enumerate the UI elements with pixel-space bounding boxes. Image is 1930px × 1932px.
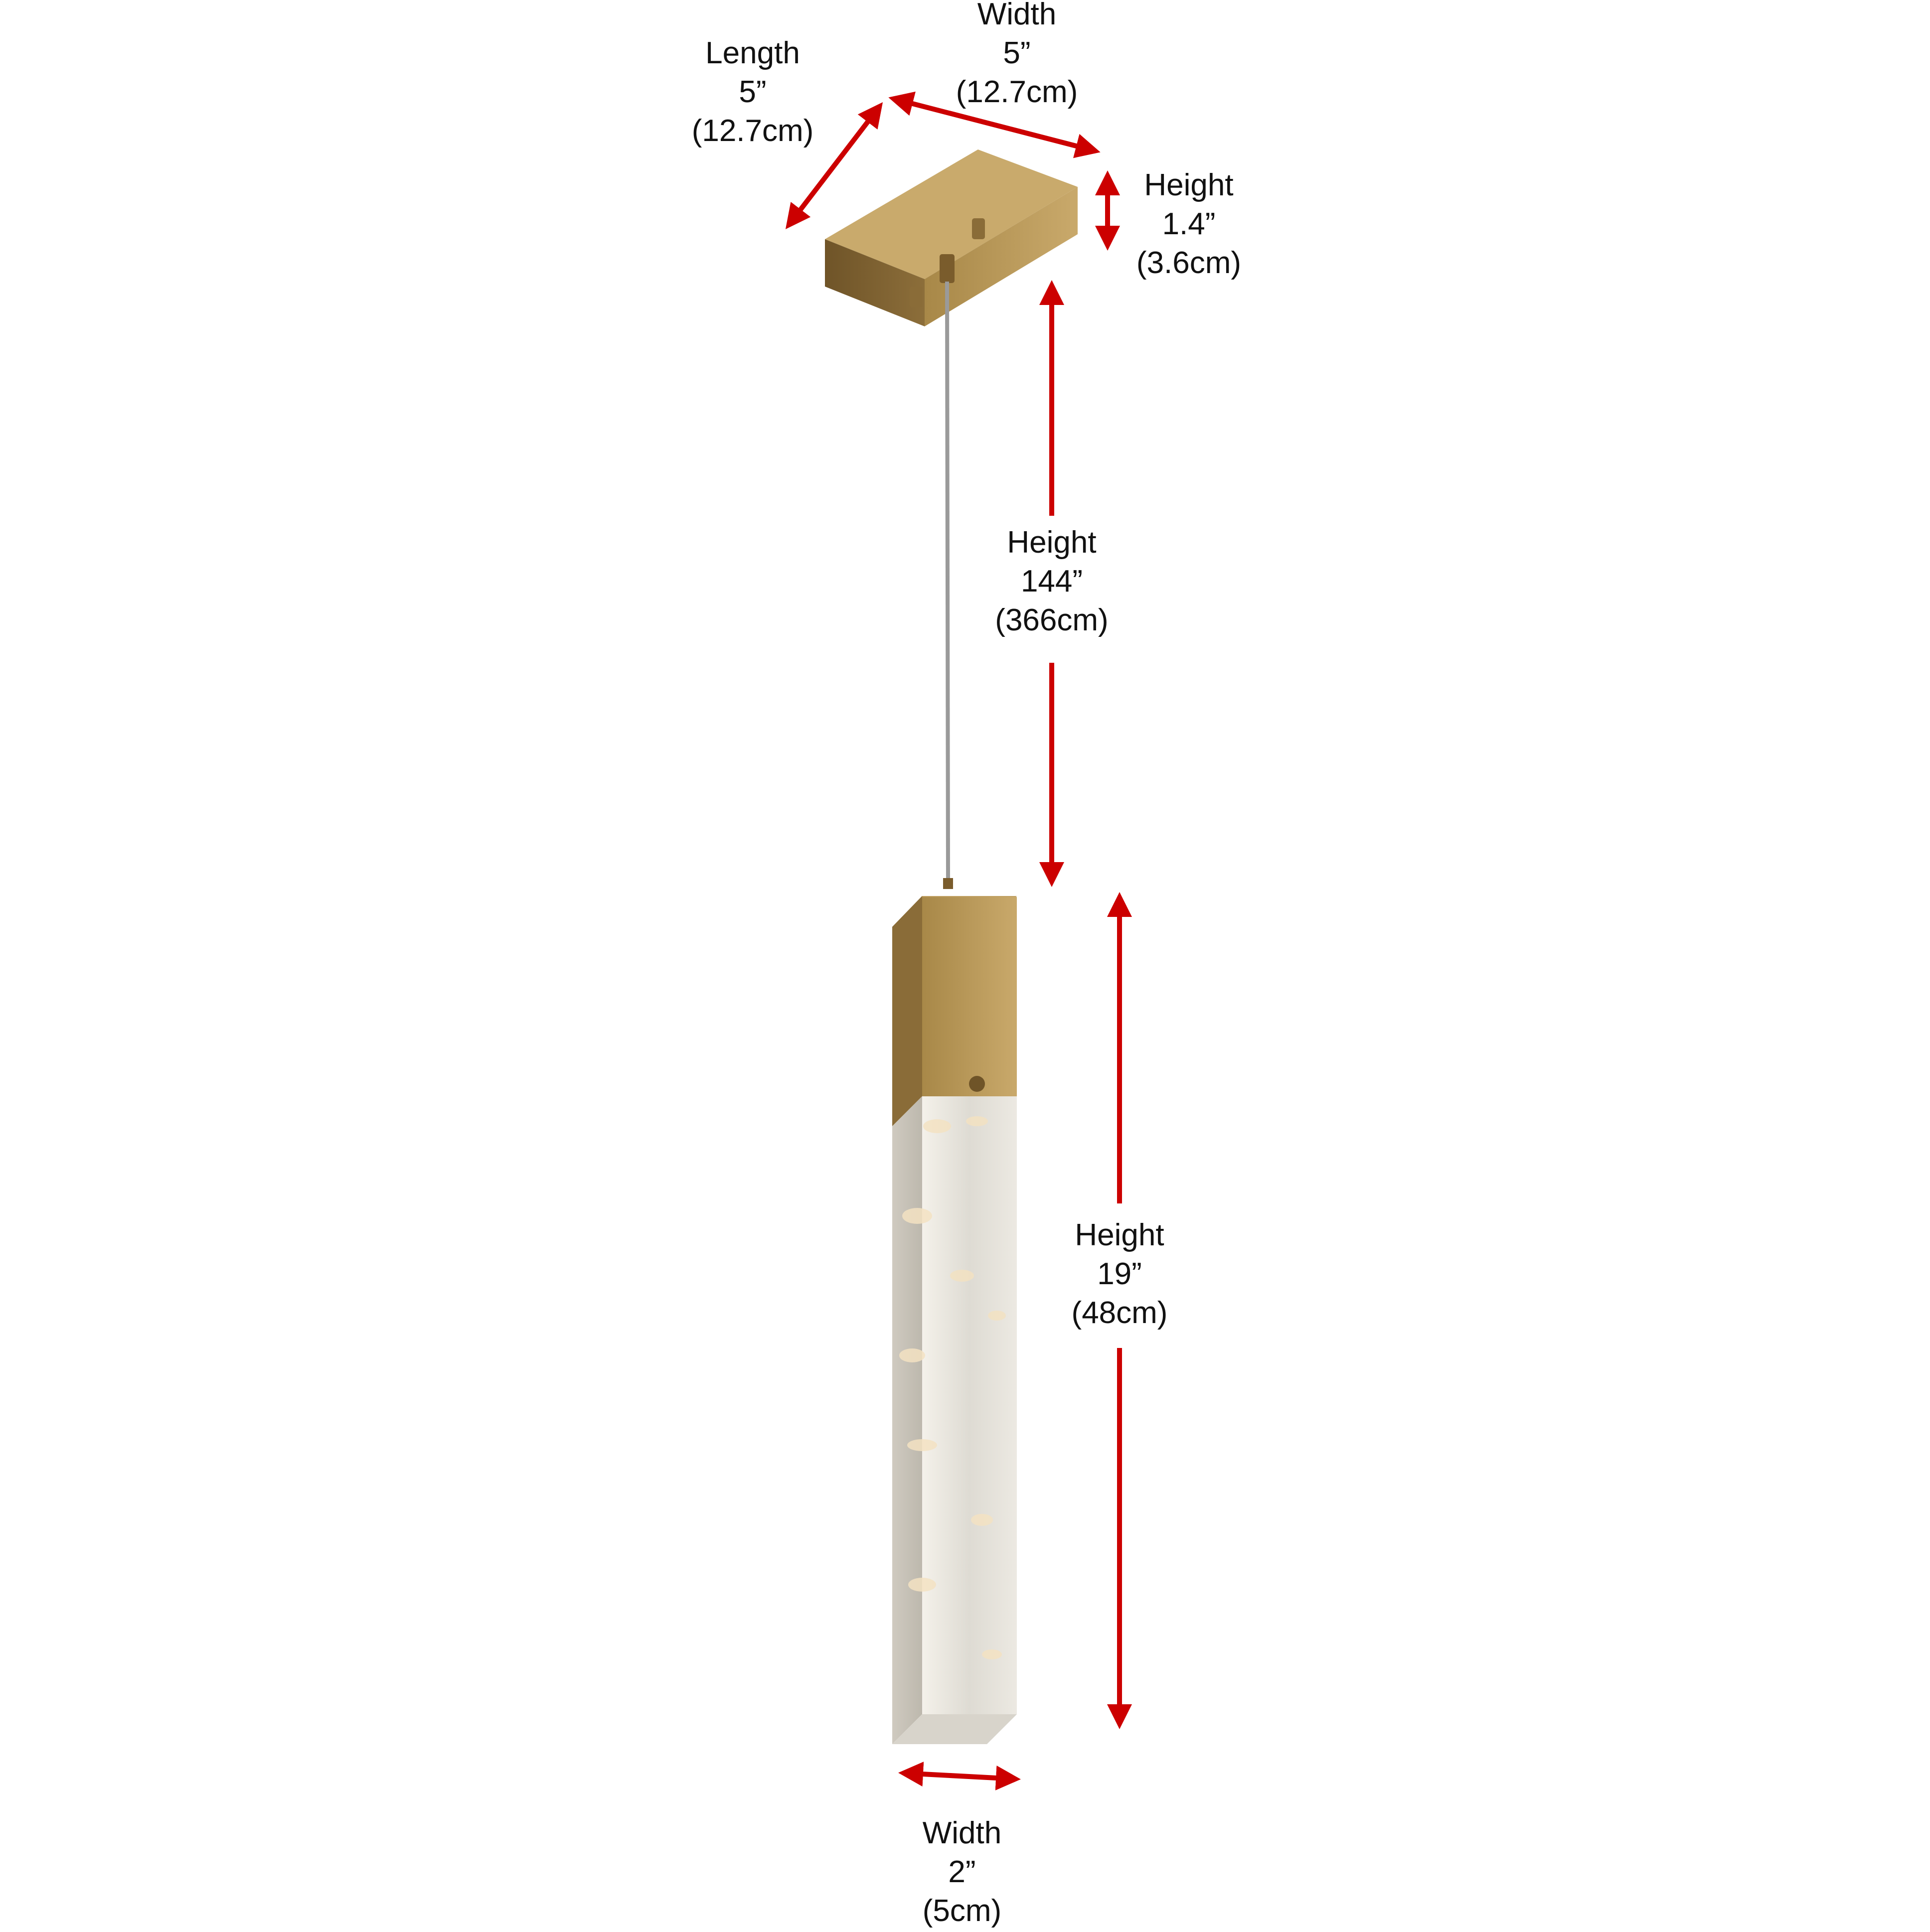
- cord-height-imperial: 144”: [1020, 564, 1083, 598]
- fixture-height-metric: (48cm): [1071, 1296, 1168, 1330]
- canopy-screw-left: [910, 287, 923, 307]
- canopy-length-label: Length 5” (12.7cm): [673, 34, 832, 150]
- canopy-top: [825, 149, 1078, 279]
- fixture-cap: [892, 878, 1017, 1126]
- canopy-width-metric: (12.7cm): [956, 75, 1078, 109]
- canopy-length-metric: (12.7cm): [691, 114, 814, 148]
- fixture-width-label: Width 2” (5cm): [882, 1814, 1042, 1931]
- fixture-cap-front-face: [922, 897, 1017, 1096]
- canopy-height-imperial: 1.4”: [1162, 207, 1216, 241]
- fixture-width-imperial: 2”: [948, 1855, 976, 1889]
- cord-height-label: Height 144” (366cm): [972, 523, 1131, 640]
- canopy-height-title: Height: [1144, 168, 1234, 202]
- fixture-height-label: Height 19” (48cm): [1040, 1216, 1199, 1333]
- canopy-width-label: Width 5” (12.7cm): [937, 0, 1097, 112]
- canopy-width-imperial: 5”: [1003, 36, 1031, 70]
- canopy-right-face: [925, 187, 1078, 326]
- canopy-length-arrow: [785, 102, 883, 229]
- fixture-set-screw: [969, 1076, 985, 1092]
- canopy-front-face: [825, 239, 925, 326]
- fixture-height-imperial: 19”: [1097, 1257, 1142, 1291]
- fixture-width-metric: (5cm): [922, 1894, 1002, 1928]
- fixture-cap-left-face: [892, 896, 922, 1126]
- canopy-height-label: Height 1.4” (3.6cm): [1114, 166, 1264, 283]
- canopy-length-title: Length: [705, 36, 800, 70]
- dimension-arrows: [785, 91, 1132, 1790]
- canopy-length-imperial: 5”: [739, 75, 767, 109]
- suspension-cord: [945, 281, 950, 880]
- canopy: [825, 149, 1078, 326]
- cord-height-title: Height: [1007, 525, 1097, 560]
- fixture-height-title: Height: [1075, 1218, 1164, 1252]
- canopy-width-title: Width: [977, 0, 1057, 31]
- fixture-width-title: Width: [922, 1816, 1002, 1850]
- canopy-screw-right: [972, 218, 985, 239]
- canopy-width-arrow: [888, 91, 1101, 158]
- cord-height-metric: (366cm): [995, 603, 1109, 637]
- canopy-height-metric: (3.6cm): [1136, 246, 1242, 280]
- crystal-column: [892, 1096, 1017, 1744]
- canopy-cord-grip: [940, 254, 955, 283]
- fixture-width-arrow: [898, 1762, 1021, 1790]
